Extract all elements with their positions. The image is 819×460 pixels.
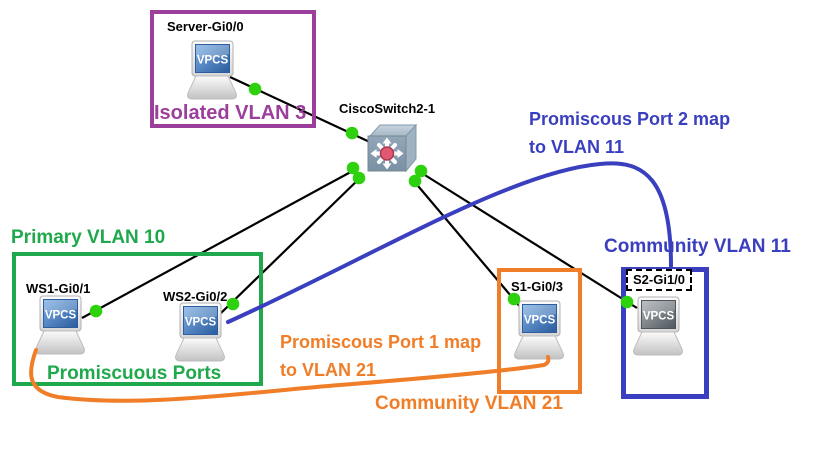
label-s2: S2-Gi1/0 <box>633 272 686 287</box>
label-ws1[interactable]: WS1-Gi0/1 <box>26 281 91 296</box>
screen-gloss <box>196 45 229 58</box>
annotation-promiscuous-port1-line1: Promiscous Port 1 map <box>280 332 482 352</box>
laptop-base <box>633 331 683 356</box>
zone-isolated-vlan3-box[interactable] <box>150 10 316 128</box>
status-dot-switch-port-s1 <box>408 174 422 188</box>
label-ws2[interactable]: WS2-Gi0/2 <box>163 289 228 304</box>
annotation-promiscuous-port2[interactable]: Promiscous Port 2 map to VLAN 11 <box>529 105 730 161</box>
zone-primary-vlan10-box[interactable] <box>12 252 263 386</box>
zone-title-primary-vlan10[interactable]: Primary VLAN 10 <box>11 227 166 248</box>
screen-gloss <box>44 300 77 313</box>
screen-gloss <box>184 307 217 320</box>
zone-title-community-vlan11[interactable]: Community VLAN 11 <box>604 236 791 257</box>
link-switch-ws2[interactable] <box>220 175 363 314</box>
zone-community-vlan21-box[interactable] <box>497 268 582 394</box>
status-dot-s1 <box>507 292 521 306</box>
laptop-base <box>514 335 564 360</box>
laptop-screen <box>43 299 78 328</box>
laptop-screen <box>183 306 218 335</box>
laptop-screen <box>522 304 557 333</box>
laptop-screen <box>641 300 676 329</box>
laptop-screen <box>195 44 230 73</box>
link-switch-s1[interactable] <box>412 179 523 310</box>
vpcs-laptop-icon[interactable]: VPCS <box>183 40 240 103</box>
annotation-promiscuous-port1-line2: to VLAN 21 <box>280 360 377 380</box>
status-dot-s2 <box>620 295 634 309</box>
vpcs-laptop-icon[interactable]: VPCS <box>510 300 567 363</box>
link-status-dots <box>89 82 634 318</box>
vpcs-laptop-icon[interactable]: VPCS <box>31 295 88 358</box>
zone-title-isolated-vlan3[interactable]: Isolated VLAN 3 <box>154 102 307 124</box>
status-dot-ws2 <box>226 297 240 311</box>
screen-gloss <box>642 301 675 314</box>
vpcs-laptop-icon-gray[interactable]: VPCS <box>629 296 686 359</box>
zone-footer-promiscuous-ports[interactable]: Promiscuous Ports <box>47 363 222 384</box>
laptop-base <box>187 75 237 100</box>
screen-gloss <box>523 305 556 318</box>
label-switch[interactable]: CiscoSwitch2-1 <box>339 101 436 116</box>
status-dot-server <box>248 82 262 96</box>
link-switch-ws1[interactable] <box>81 167 359 319</box>
laptop-base <box>175 337 225 362</box>
label-s2-editing-box[interactable]: S2-Gi1/0 <box>626 269 693 291</box>
vpcs-label: VPCS <box>197 55 229 67</box>
vpcs-label: VPCS <box>185 317 217 329</box>
label-s1[interactable]: S1-Gi0/3 <box>511 279 564 294</box>
zone-title-community-vlan21[interactable]: Community VLAN 21 <box>375 393 563 414</box>
vpcs-label: VPCS <box>524 315 556 327</box>
status-dot-switch-port-ws1 <box>346 161 360 175</box>
vpcs-laptop-icon[interactable]: VPCS <box>171 302 228 365</box>
promiscuous-port1-curve[interactable] <box>29 348 551 403</box>
vpcs-label: VPCS <box>643 311 675 323</box>
annotation-promiscuous-port1[interactable]: Promiscous Port 1 map to VLAN 21 <box>280 328 481 384</box>
link-switch-s2[interactable] <box>419 171 638 309</box>
switch-center-dot <box>379 146 395 161</box>
status-dot-switch-port-server <box>345 126 359 140</box>
annotation-promiscuous-port2-line2: to VLAN 11 <box>529 137 625 157</box>
annotation-promiscuous-port2-line1: Promiscous Port 2 map <box>529 109 731 129</box>
status-dot-ws1 <box>89 304 103 318</box>
status-dot-switch-port-ws2 <box>352 171 366 185</box>
status-dot-switch-port-s2 <box>414 164 428 178</box>
vpcs-label: VPCS <box>45 310 77 322</box>
switch-arrowheads <box>370 137 404 170</box>
ethernet-switch-icon[interactable] <box>361 123 419 179</box>
promiscuous-port2-curve[interactable] <box>226 161 673 324</box>
label-server[interactable]: Server-Gi0/0 <box>167 19 244 34</box>
